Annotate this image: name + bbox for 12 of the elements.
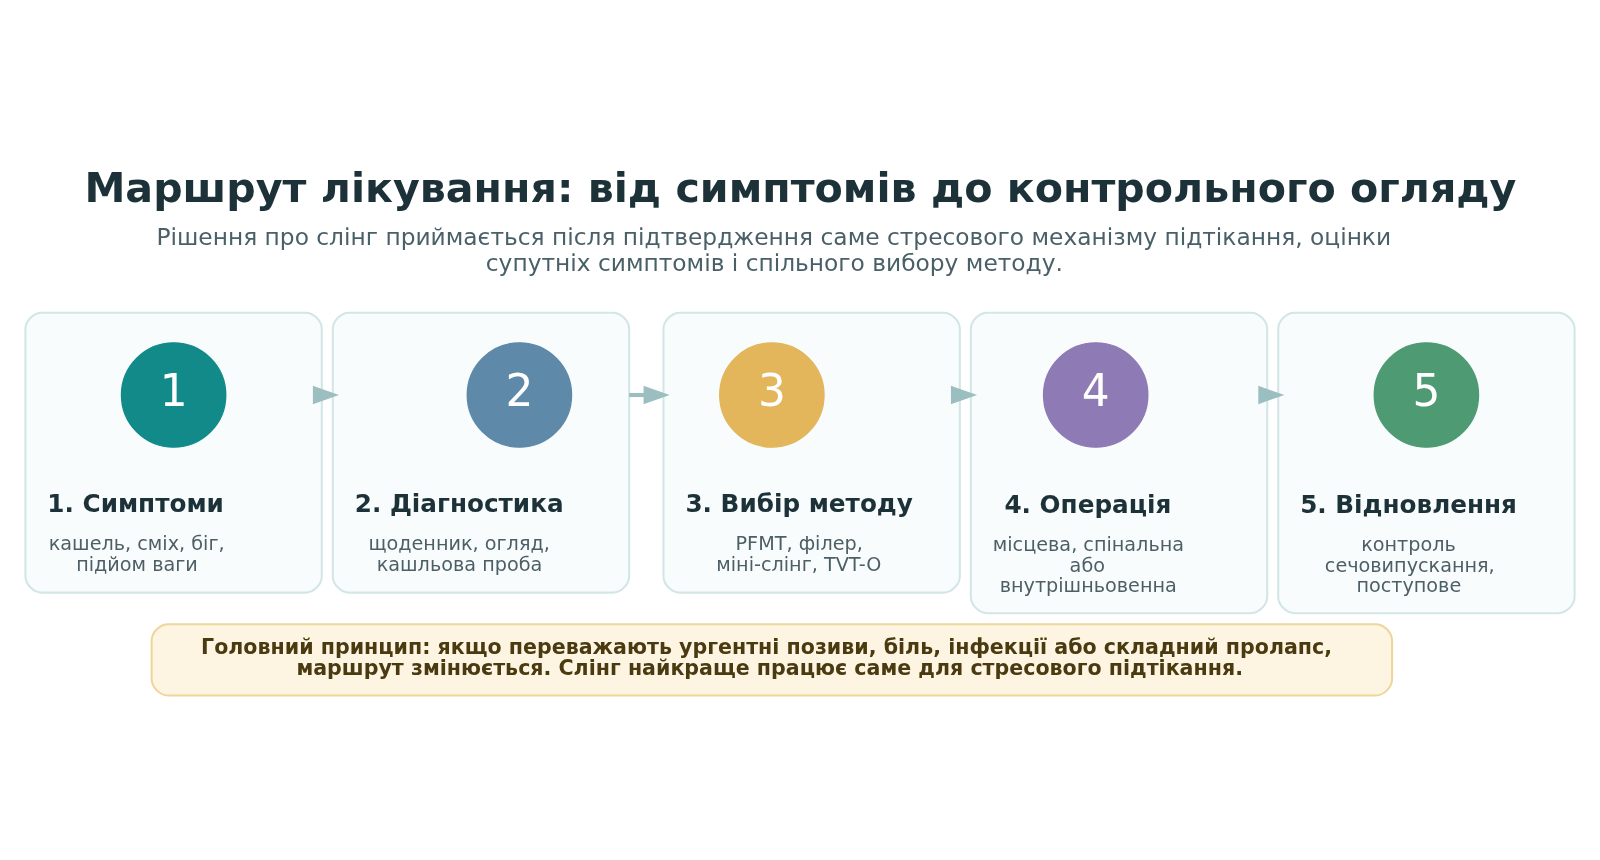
arrow [1258, 385, 1285, 405]
node-circle: 1 [120, 342, 227, 448]
node-box: Головний принцип: якщо переважають ургентні позиви, біль, інфекції або складний пролапс, маршрут змінюється. Слінг найкраще працює саме для стресового підтікання. [150, 623, 1394, 697]
arrow [312, 385, 339, 405]
node-circle: 5 [1373, 342, 1480, 448]
node-circle: 2 [466, 342, 573, 448]
arrow [950, 385, 978, 405]
node-circle: 3 [719, 342, 825, 448]
label: Рішення про слінг приймається після підтвердження саме стресового механізму підтікання, оцінки супутніх симптомів і спільного вибору методу. [156, 222, 1392, 276]
diagram-title: Маршрут лікування: від симптомів до контрольного огляду [84, 163, 1517, 212]
arrow [629, 385, 670, 405]
node-circle: 4 [1042, 342, 1149, 448]
